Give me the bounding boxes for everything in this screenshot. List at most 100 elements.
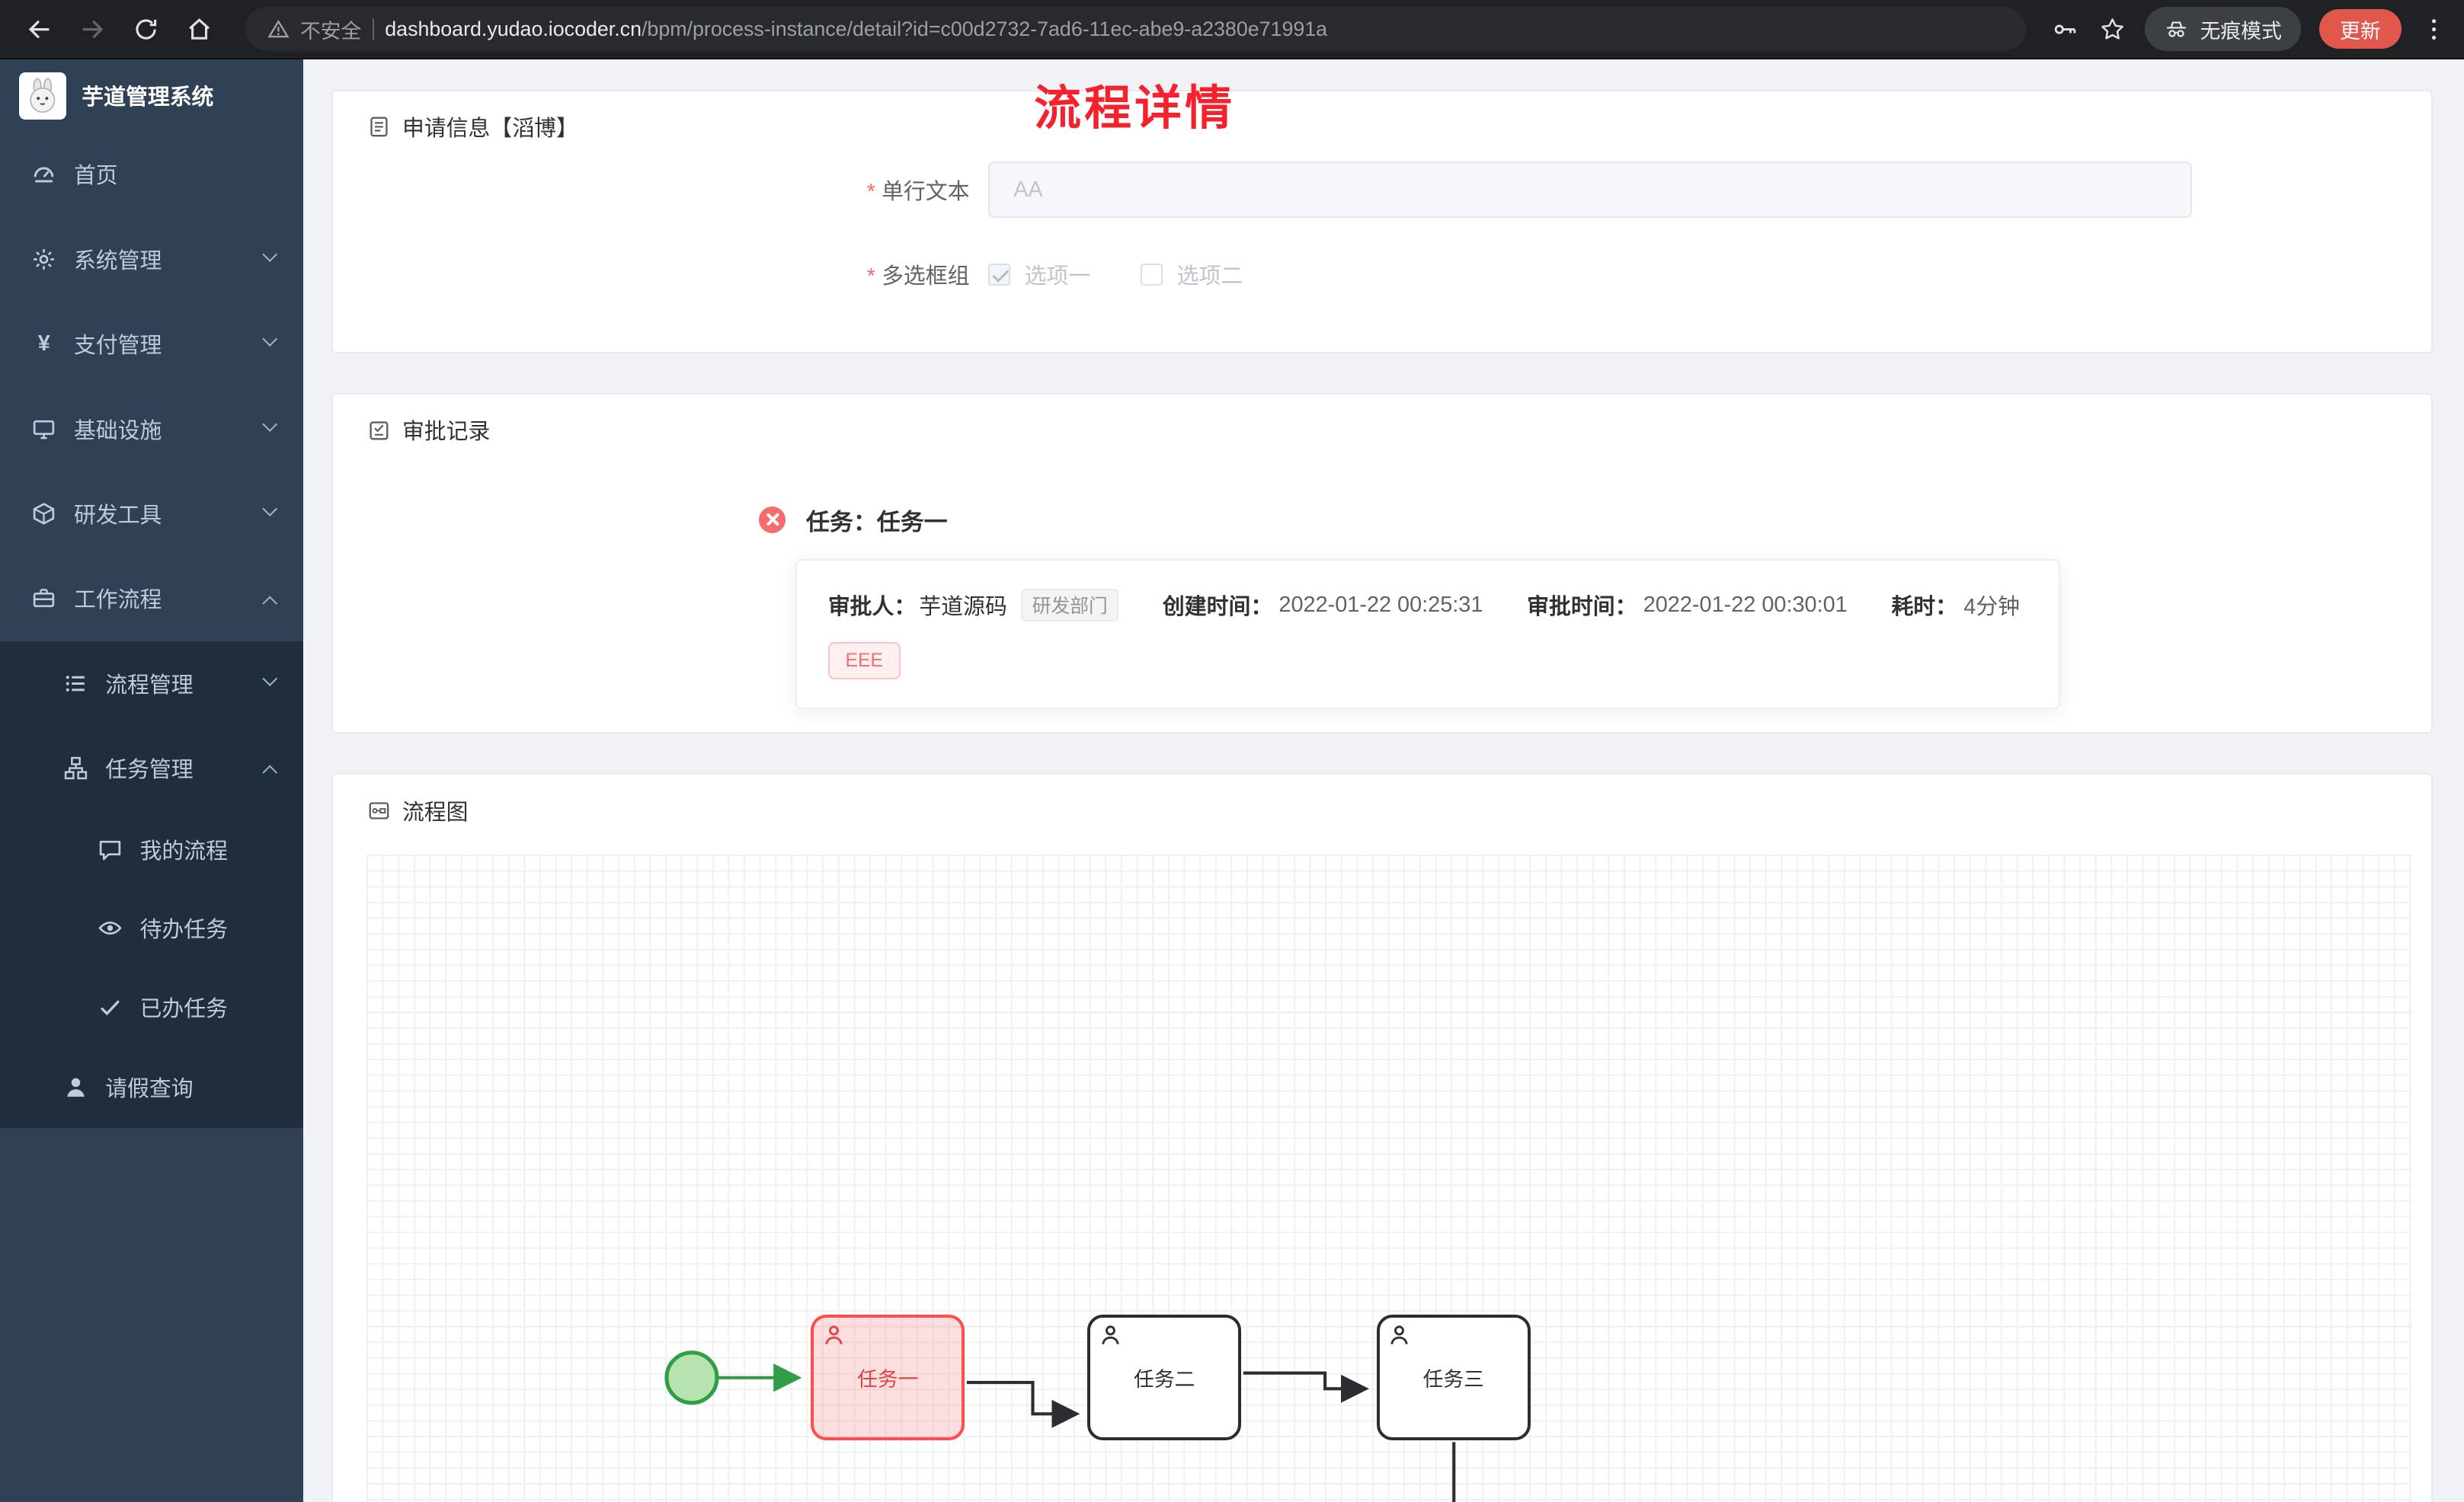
forward-button[interactable] — [69, 5, 117, 53]
checkbox-label: 选项二 — [1176, 264, 1243, 289]
required-mark: * — [866, 179, 875, 204]
approver-group: 审批人： 芋道源码 研发部门 — [827, 588, 1119, 622]
sidebar-item-my-processes[interactable]: 我的流程 — [0, 810, 304, 890]
comment-tag: EEE — [827, 641, 901, 680]
sidebar: 芋道管理系统 首页 系统管理 ¥ 支付管理 基础设施 — [0, 59, 304, 1502]
duration-value: 4分钟 — [1963, 594, 2021, 619]
list-icon — [63, 671, 88, 696]
sidebar-item-label: 待办任务 — [139, 918, 228, 943]
bpmn-task-label: 任务二 — [1134, 1368, 1195, 1391]
approval-card-header: 审批记录 — [333, 395, 2431, 446]
sidebar-item-dev-tools[interactable]: 研发工具 — [0, 471, 303, 556]
created-time-group: 创建时间： 2022-01-22 00:25:31 — [1163, 590, 1483, 621]
chevron-down-icon — [261, 671, 277, 687]
sidebar-item-label: 支付管理 — [73, 334, 162, 359]
sidebar-item-label: 首页 — [73, 164, 118, 189]
sidebar-item-label: 我的流程 — [139, 839, 228, 864]
address-divider — [372, 18, 374, 40]
user-task-icon — [1099, 1324, 1122, 1347]
address-bar[interactable]: 不安全 dashboard.yudao.iocoder.cn/bpm/proce… — [245, 7, 2026, 52]
approval-record-card: 审批记录 任务：任务一 审批人： 芋道源码 研发部门 创建时间： — [331, 392, 2433, 734]
menu-dots-icon[interactable] — [2420, 15, 2448, 43]
url-path: /bpm/process-instance/detail?id=c00d2732… — [641, 17, 1328, 40]
url-domain: dashboard.yudao.iocoder.cn — [385, 17, 642, 40]
dashboard-icon — [31, 161, 56, 187]
reload-button[interactable] — [123, 5, 170, 53]
sidebar-item-system[interactable]: 系统管理 — [0, 217, 303, 302]
sidebar-item-infrastructure[interactable]: 基础设施 — [0, 386, 303, 471]
tree-icon — [63, 756, 88, 781]
sidebar-item-workflow[interactable]: 工作流程 — [0, 556, 303, 641]
checkbox-option-1: 选项一 — [988, 259, 1090, 290]
sidebar-item-todo-tasks[interactable]: 待办任务 — [0, 889, 304, 968]
home-button[interactable] — [176, 5, 223, 53]
bpmn-task-label: 任务三 — [1422, 1368, 1484, 1391]
timeline-head: 任务：任务一 — [759, 503, 2431, 537]
bookmark-star-icon[interactable] — [2098, 15, 2126, 43]
sidebar-item-label: 流程管理 — [105, 673, 194, 698]
task-title: 任务：任务一 — [806, 508, 948, 535]
back-button[interactable] — [16, 5, 63, 53]
sidebar-item-label: 研发工具 — [73, 503, 162, 528]
duration-label: 耗时： — [1891, 594, 1958, 619]
bpmn-task-2[interactable]: 任务二 — [1087, 1315, 1242, 1440]
sidebar-menu: 首页 系统管理 ¥ 支付管理 基础设施 研发工具 — [0, 132, 304, 1128]
sidebar-item-label: 基础设施 — [73, 418, 162, 443]
created-time: 2022-01-22 00:25:31 — [1278, 592, 1483, 617]
chevron-down-icon — [261, 247, 277, 263]
duration-group: 耗时： 4分钟 — [1891, 590, 2020, 621]
incognito-badge: 无痕模式 — [2145, 7, 2301, 52]
chevron-down-icon — [261, 331, 277, 348]
form-row-checkbox: *多选框组 选项一 选项二 — [333, 259, 2431, 290]
sidebar-item-label: 任务管理 — [105, 758, 194, 783]
approver-label: 审批人： — [827, 594, 917, 619]
bpmn-canvas[interactable]: 任务一 任务二 任务三 — [366, 854, 2412, 1502]
apply-form: *单行文本 *多选框组 选项一 选项 — [333, 161, 2431, 290]
process-diagram-card: 流程图 — [331, 772, 2433, 1502]
update-button[interactable]: 更新 — [2319, 9, 2402, 49]
sidebar-item-done-tasks[interactable]: 已办任务 — [0, 967, 304, 1047]
incognito-icon — [2164, 17, 2189, 42]
required-mark: * — [866, 264, 875, 289]
approval-timeline: 任务：任务一 审批人： 芋道源码 研发部门 创建时间： 2022-01-22 0… — [333, 446, 2431, 710]
briefcase-icon — [31, 586, 56, 611]
sidebar-item-task-management[interactable]: 任务管理 — [0, 725, 304, 811]
start-event — [664, 1350, 719, 1405]
sidebar-item-label: 请假查询 — [105, 1076, 194, 1101]
card-title: 流程图 — [402, 800, 469, 825]
app-title: 芋道管理系统 — [82, 85, 214, 110]
bpmn-task-3[interactable]: 任务三 — [1376, 1315, 1531, 1440]
single-line-text-input — [988, 161, 2193, 219]
checkbox-option-2: 选项二 — [1141, 259, 1243, 290]
diagram-card-header: 流程图 — [333, 775, 2431, 826]
sidebar-item-home[interactable]: 首页 — [0, 132, 303, 216]
bpmn-task-label: 任务一 — [857, 1368, 919, 1391]
bpmn-task-1[interactable]: 任务一 — [811, 1315, 965, 1440]
sidebar-item-payment[interactable]: ¥ 支付管理 — [0, 302, 303, 386]
main-content: 流程详情 申请信息【滔博】 *单行文本 *多选框组 — [303, 59, 2464, 1502]
browser-toolbar: 不安全 dashboard.yudao.iocoder.cn/bpm/proce… — [0, 0, 2464, 60]
sidebar-item-process-management[interactable]: 流程管理 — [0, 641, 304, 726]
chevron-up-icon — [261, 765, 277, 781]
page-title: 流程详情 — [1034, 81, 1236, 135]
apply-card-header: 申请信息【滔博】 — [333, 91, 2431, 143]
password-key-icon[interactable] — [2051, 15, 2079, 43]
approval-meta: 审批人： 芋道源码 研发部门 创建时间： 2022-01-22 00:25:31… — [827, 588, 2027, 622]
sidebar-item-leave-query[interactable]: 请假查询 — [0, 1046, 304, 1128]
not-secure-warning-icon — [267, 18, 290, 40]
checkbox-unchecked-icon — [1141, 264, 1163, 286]
security-label: 不安全 — [299, 19, 362, 43]
sidebar-item-label: 已办任务 — [139, 996, 228, 1021]
user-icon — [63, 1075, 88, 1100]
approved-label: 审批时间： — [1527, 594, 1637, 619]
card-title: 审批记录 — [402, 420, 491, 445]
yen-icon: ¥ — [37, 331, 50, 356]
user-task-icon — [1387, 1324, 1411, 1347]
approved-time-group: 审批时间： 2022-01-22 00:30:01 — [1527, 590, 1848, 621]
checkbox-label: 选项一 — [1024, 264, 1091, 289]
incognito-label: 无痕模式 — [2200, 19, 2282, 43]
app-logo[interactable]: 芋道管理系统 — [0, 59, 303, 132]
sidebar-item-label: 系统管理 — [73, 248, 162, 273]
chevron-up-icon — [261, 595, 277, 611]
